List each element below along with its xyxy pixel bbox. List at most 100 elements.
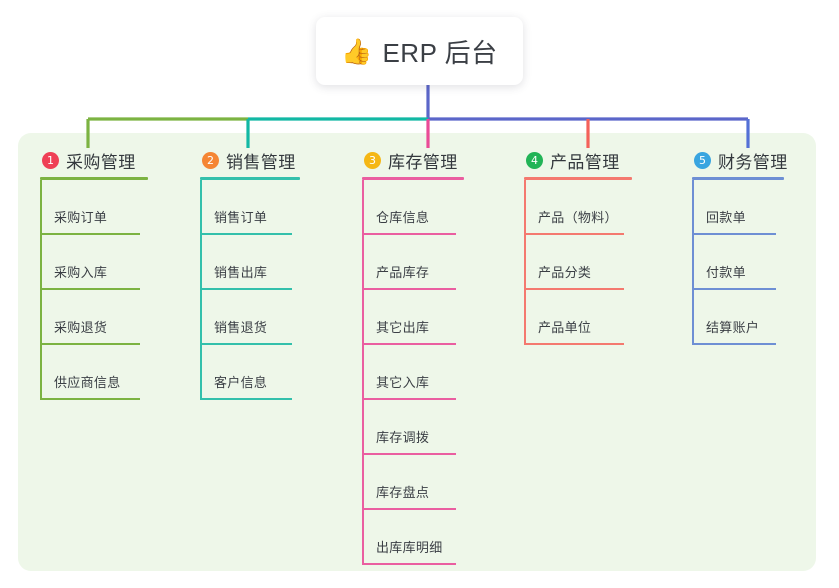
leaf-underline — [200, 343, 292, 345]
leaf-underline — [200, 288, 292, 290]
leaf-node[interactable]: 回款单 — [692, 180, 786, 235]
leaf-label: 库存盘点 — [376, 485, 430, 500]
leaf-node[interactable]: 付款单 — [692, 235, 786, 290]
leaf-node[interactable]: 销售订单 — [200, 180, 302, 235]
branch-spine — [362, 180, 364, 565]
branch-title: 采购管理 — [66, 152, 136, 172]
leaf-node[interactable]: 其它出库 — [362, 290, 466, 345]
branch-spine — [524, 180, 526, 345]
leaf-underline — [692, 288, 776, 290]
leaf-label: 销售订单 — [214, 210, 268, 225]
leaf-underline — [692, 343, 776, 345]
leaf-label: 销售退货 — [214, 320, 268, 335]
leaf-list: 采购订单采购入库采购退货供应商信息 — [40, 180, 150, 400]
leaf-underline — [362, 508, 456, 510]
leaf-label: 仓库信息 — [376, 210, 430, 225]
diagram-background-panel — [18, 133, 816, 571]
leaf-underline — [40, 398, 140, 400]
branch-number-badge: 3 — [364, 151, 381, 169]
leaf-label: 产品（物料） — [538, 210, 618, 225]
leaf-node[interactable]: 供应商信息 — [40, 345, 150, 400]
leaf-node[interactable]: 仓库信息 — [362, 180, 466, 235]
branch-spine — [692, 180, 694, 345]
leaf-underline — [362, 398, 456, 400]
leaf-underline — [40, 233, 140, 235]
branch-column-1: 1 采购管理采购订单采购入库采购退货供应商信息 — [40, 148, 150, 400]
leaf-underline — [524, 288, 624, 290]
branch-underline — [524, 177, 632, 180]
leaf-label: 产品单位 — [538, 320, 592, 335]
leaf-underline — [362, 343, 456, 345]
leaf-underline — [40, 288, 140, 290]
branch-column-2: 2 销售管理销售订单销售出库销售退货客户信息 — [200, 148, 302, 400]
leaf-node[interactable]: 销售出库 — [200, 235, 302, 290]
leaf-node[interactable]: 库存调拨 — [362, 400, 466, 455]
leaf-label: 产品分类 — [538, 265, 592, 280]
leaf-underline — [362, 563, 456, 565]
leaf-label: 其它出库 — [376, 320, 430, 335]
leaf-label: 付款单 — [706, 265, 746, 280]
leaf-node[interactable]: 产品分类 — [524, 235, 634, 290]
leaf-node[interactable]: 采购退货 — [40, 290, 150, 345]
branch-underline — [362, 177, 464, 180]
branch-column-3: 3 库存管理仓库信息产品库存其它出库其它入库库存调拨库存盘点出库库明细 — [362, 148, 466, 565]
branch-number-badge: 2 — [202, 151, 219, 169]
branch-header-3[interactable]: 3 库存管理 — [362, 148, 466, 172]
leaf-list: 产品（物料） 产品分类产品单位 — [524, 180, 634, 345]
leaf-label: 结算账户 — [706, 320, 760, 335]
branch-title: 产品管理 — [550, 152, 620, 172]
leaf-node[interactable]: 其它入库 — [362, 345, 466, 400]
leaf-label: 供应商信息 — [54, 375, 121, 390]
leaf-node[interactable]: 采购入库 — [40, 235, 150, 290]
leaf-node[interactable]: 产品单位 — [524, 290, 634, 345]
branch-number-badge: 1 — [42, 151, 59, 169]
leaf-label: 回款单 — [706, 210, 746, 225]
root-node-card[interactable]: 👍 ERP 后台 — [316, 17, 523, 85]
thumbs-up-icon: 👍 — [341, 36, 373, 66]
leaf-node[interactable]: 产品（物料） — [524, 180, 634, 235]
leaf-label: 销售出库 — [214, 265, 268, 280]
branch-underline — [692, 177, 784, 180]
leaf-node[interactable]: 采购订单 — [40, 180, 150, 235]
leaf-underline — [40, 343, 140, 345]
leaf-label: 出库库明细 — [376, 540, 443, 555]
leaf-node[interactable]: 库存盘点 — [362, 455, 466, 510]
leaf-underline — [362, 453, 456, 455]
branch-title: 财务管理 — [718, 152, 788, 172]
branch-header-2[interactable]: 2 销售管理 — [200, 148, 302, 172]
branch-column-4: 4 产品管理产品（物料） 产品分类产品单位 — [524, 148, 634, 345]
branch-spine — [40, 180, 42, 400]
leaf-underline — [200, 233, 292, 235]
branch-title: 库存管理 — [388, 152, 458, 172]
leaf-list: 销售订单销售出库销售退货客户信息 — [200, 180, 302, 400]
leaf-underline — [524, 233, 624, 235]
leaf-underline — [200, 398, 292, 400]
branch-title: 销售管理 — [226, 152, 296, 172]
leaf-node[interactable]: 结算账户 — [692, 290, 786, 345]
leaf-node[interactable]: 产品库存 — [362, 235, 466, 290]
branch-header-1[interactable]: 1 采购管理 — [40, 148, 150, 172]
leaf-node[interactable]: 客户信息 — [200, 345, 302, 400]
leaf-node[interactable]: 出库库明细 — [362, 510, 466, 565]
leaf-label: 其它入库 — [376, 375, 430, 390]
leaf-label: 客户信息 — [214, 375, 268, 390]
leaf-underline — [362, 288, 456, 290]
branch-header-4[interactable]: 4 产品管理 — [524, 148, 634, 172]
branch-number-badge: 4 — [526, 151, 543, 169]
leaf-underline — [692, 233, 776, 235]
leaf-list: 回款单付款单结算账户 — [692, 180, 786, 345]
leaf-label: 采购入库 — [54, 265, 108, 280]
leaf-label: 产品库存 — [376, 265, 430, 280]
leaf-label: 库存调拨 — [376, 430, 430, 445]
leaf-node[interactable]: 销售退货 — [200, 290, 302, 345]
leaf-list: 仓库信息产品库存其它出库其它入库库存调拨库存盘点出库库明细 — [362, 180, 466, 565]
leaf-underline — [524, 343, 624, 345]
leaf-underline — [362, 233, 456, 235]
leaf-label: 采购订单 — [54, 210, 108, 225]
root-node-title: ERP 后台 — [382, 37, 498, 68]
leaf-label: 采购退货 — [54, 320, 108, 335]
branch-underline — [200, 177, 300, 180]
